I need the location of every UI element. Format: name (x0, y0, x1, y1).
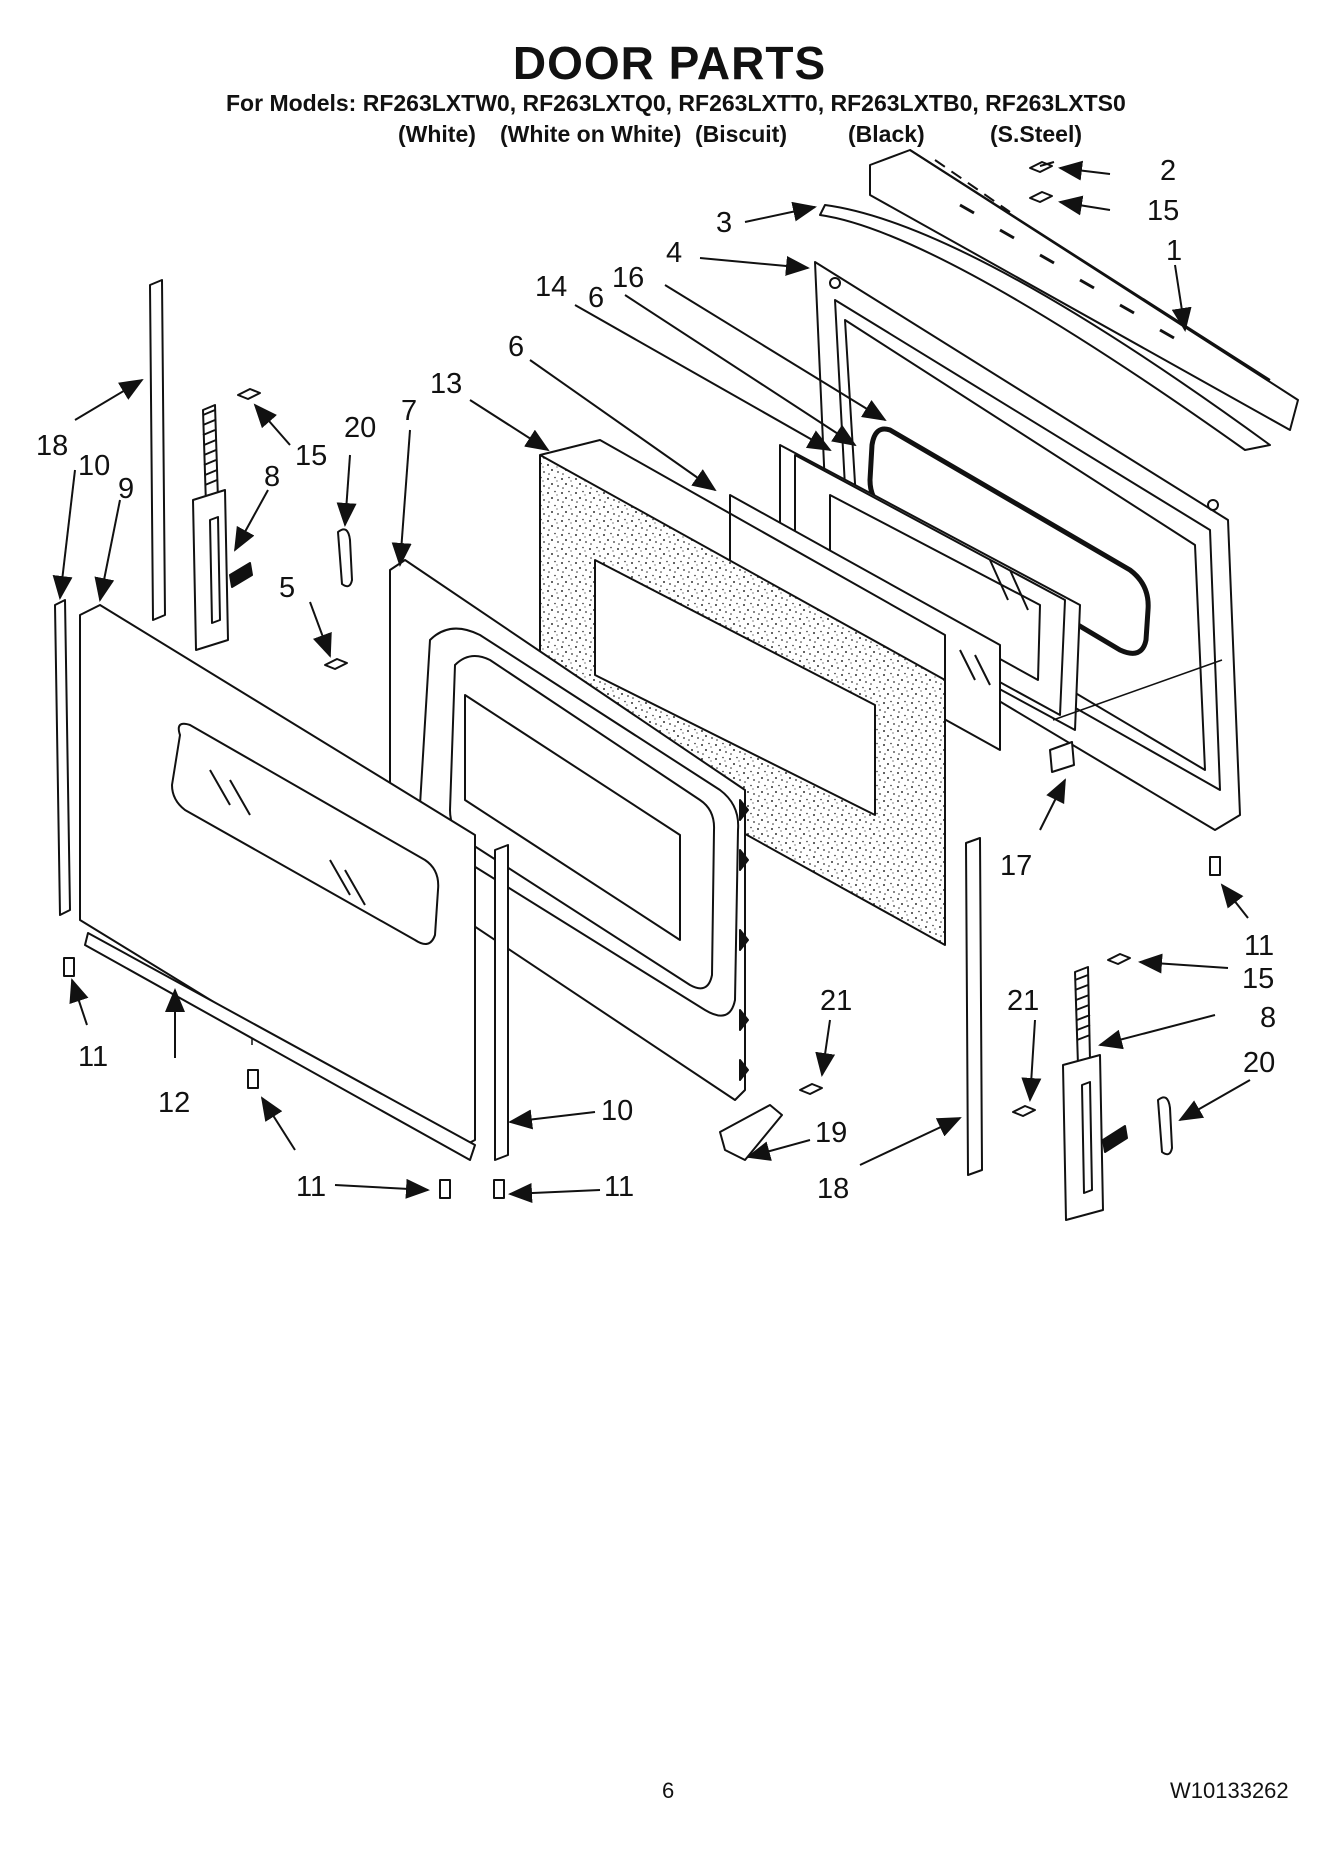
callout-21-right: 21 (1007, 985, 1039, 1017)
finish-biscuit: (Biscuit) (695, 121, 787, 147)
outer-door-glass-part (79, 604, 476, 1151)
callout-1: 1 (1166, 235, 1182, 267)
models-line: For Models: RF263LXTW0, RF263LXTQ0, RF26… (226, 90, 1126, 116)
page-title: DOOR PARTS (512, 37, 827, 89)
spring-left-part (337, 528, 353, 588)
callout-9: 9 (118, 473, 134, 505)
callout-8-right: 8 (1260, 1002, 1276, 1034)
callout-18-right: 18 (817, 1173, 849, 1205)
finish-white-on-white: (White on White) (500, 121, 682, 147)
finish-white: (White) (398, 121, 476, 147)
callout-6-lower: 6 (508, 331, 524, 363)
hinge-left-part (192, 404, 253, 651)
callout-3: 3 (716, 207, 732, 239)
callout-5: 5 (279, 572, 295, 604)
finish-stainless: (S.Steel) (990, 121, 1083, 147)
callout-15-right: 15 (1242, 963, 1274, 995)
callout-21-center: 21 (820, 985, 852, 1017)
callout-11-bottom-right: 11 (604, 1171, 634, 1203)
callout-11-bottom-left: 11 (296, 1171, 326, 1203)
callout-17: 17 (1000, 850, 1032, 882)
callout-12: 12 (158, 1087, 190, 1119)
leader-lines (52, 160, 1251, 1204)
hinge-right-part (1062, 966, 1128, 1221)
vent-trim-part (869, 149, 1299, 431)
door-handle-part (819, 204, 1271, 451)
door-gasket-part (867, 426, 1151, 656)
callout-11-left: 11 (78, 1041, 108, 1073)
document-number: W10133262 (1170, 1778, 1289, 1803)
callout-labels: 2 15 3 1 4 16 6 14 6 13 7 20 18 10 9 15 … (36, 155, 1276, 1205)
clip-part (1049, 741, 1075, 773)
spring-right-part (1157, 1096, 1173, 1156)
side-trim-right-part (494, 844, 509, 1161)
callout-4: 4 (666, 237, 682, 269)
hinge-receiver-right-part (965, 837, 983, 1176)
callout-20-right: 20 (1243, 1047, 1275, 1079)
callout-18-left: 18 (36, 430, 68, 462)
callout-16: 16 (612, 262, 644, 294)
finish-black: (Black) (848, 121, 925, 147)
screw-group (63, 161, 1221, 1199)
callout-19: 19 (815, 1117, 847, 1149)
callout-15-top: 15 (1147, 195, 1179, 227)
callout-10-right: 10 (601, 1095, 633, 1127)
callout-11-right-top: 11 (1244, 930, 1274, 962)
callout-14: 14 (535, 271, 567, 303)
page-number: 6 (662, 1778, 675, 1803)
callout-6-upper: 6 (588, 282, 604, 314)
insulation-part (539, 439, 946, 946)
callout-10-left: 10 (78, 450, 110, 482)
callout-20-left: 20 (344, 412, 376, 444)
callout-8-left: 8 (264, 461, 280, 493)
bracket-part (719, 1104, 783, 1161)
callout-13: 13 (430, 368, 462, 400)
callout-2: 2 (1160, 155, 1176, 187)
side-trim-left-part (54, 599, 71, 916)
hinge-receiver-left-part (149, 279, 166, 621)
callout-15-left: 15 (295, 440, 327, 472)
callout-7: 7 (401, 395, 417, 427)
